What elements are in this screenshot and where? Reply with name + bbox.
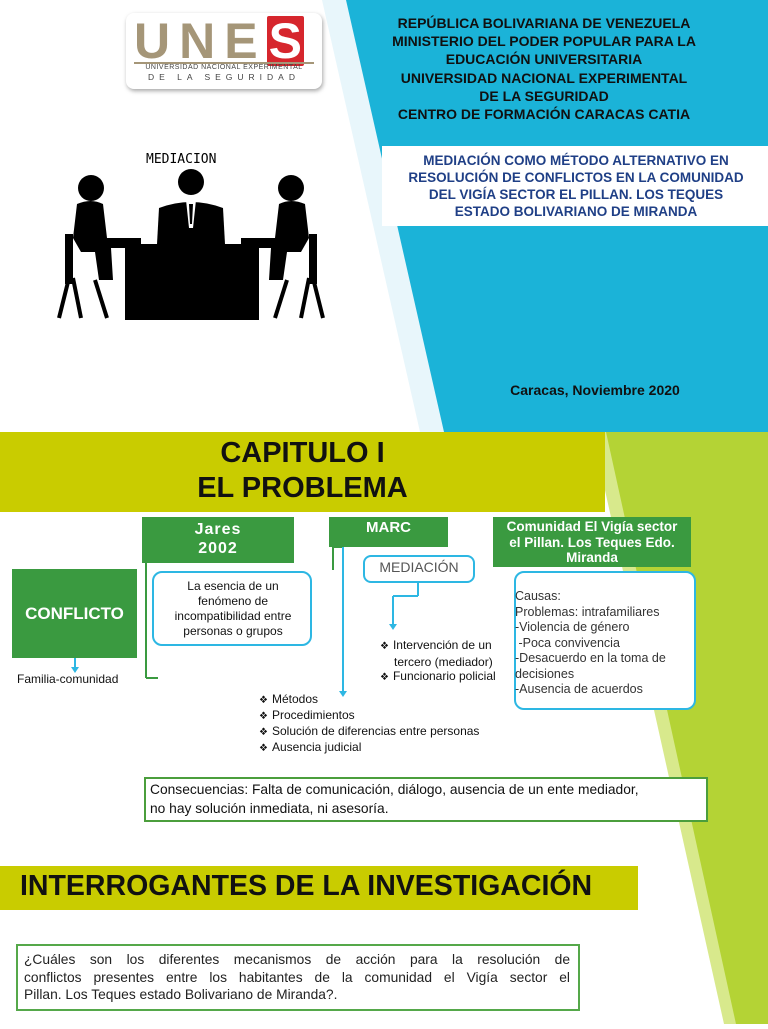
institution-line: DE LA SEGURIDAD — [479, 87, 609, 104]
author-box: Jares 2002 — [142, 517, 294, 563]
causes-text: Causas: Problemas: intrafamiliares -Viol… — [515, 589, 695, 698]
diamond-bullet-icon: ❖ — [259, 695, 268, 706]
marc-box: MARC — [329, 517, 448, 547]
list-item: tercero (mediador) — [394, 654, 493, 669]
diamond-bullet-icon: ❖ — [380, 641, 389, 652]
illustration-label: MEDIACION — [146, 152, 217, 167]
project-title-box — [382, 146, 768, 226]
causes-line: Problemas: intrafamiliares — [515, 604, 660, 619]
definition-line: personas o grupos — [183, 624, 283, 638]
mediation-bullet-list: ❖Intervención de un tercero (mediador) ❖… — [380, 638, 496, 686]
institution-line: UNIVERSIDAD NACIONAL EXPERIMENTAL — [400, 69, 688, 86]
causes-line: decisiones — [515, 666, 575, 681]
causes-box — [514, 571, 696, 710]
mediation-label: MEDIACIÓN — [379, 559, 459, 575]
consequences-box — [144, 777, 708, 822]
diamond-bullet-icon: ❖ — [380, 672, 389, 683]
community-box: Comunidad El Vigía sector el Pillan. Los… — [493, 517, 691, 567]
family-community-label: Familia-comunidad — [17, 672, 119, 686]
causes-line: -Violencia de género — [515, 620, 630, 634]
question-line: Pillan. Los Teques estado Bolivariano de… — [24, 987, 338, 1002]
question-box — [16, 944, 580, 1011]
definition-line: incompatibilidad entre — [174, 609, 292, 623]
list-item: ❖Procedimientos — [259, 708, 355, 722]
date-location: Caracas, Noviembre 2020 — [510, 382, 680, 398]
logo-subtitle-2: DE LA SEGURIDAD — [148, 72, 300, 82]
causes-line: -Poca convivencia — [515, 635, 620, 650]
author-name: Jares — [194, 521, 242, 538]
project-title: MEDIACIÓN COMO MÉTODO ALTERNATIVO EN RES… — [386, 152, 766, 220]
project-title-line: DEL VIGÍA SECTOR EL PILLAN. LOS TEQUES — [428, 187, 724, 202]
project-title-line: MEDIACIÓN COMO MÉTODO ALTERNATIVO EN — [423, 153, 729, 168]
author-year: 2002 — [198, 540, 238, 557]
project-title-line: RESOLUCIÓN DE CONFLICTOS EN LA COMUNIDAD — [408, 170, 744, 185]
questions-banner — [0, 866, 638, 910]
chapter-number: CAPITULO I — [220, 437, 385, 469]
causes-line: -Desacuerdo en la toma de — [515, 651, 666, 665]
institution-line: EDUCACIÓN UNIVERSITARIA — [445, 51, 643, 68]
research-question: ¿Cuáles son los diferentes mecanismos de… — [24, 951, 570, 1004]
list-item: ❖Métodos — [259, 692, 318, 706]
community-line: Comunidad El Vigía sector — [506, 519, 678, 534]
mediation-meeting-icon — [55, 168, 335, 333]
list-item: ❖Ausencia judicial — [259, 740, 362, 754]
marc-bullet-list: ❖Métodos ❖Procedimientos ❖Solución de di… — [259, 692, 479, 756]
causes-line: -Ausencia de acuerdos — [515, 682, 643, 696]
community-line: Miranda — [566, 550, 618, 565]
institution-line: REPÚBLICA BOLIVARIANA DE VENEZUELA — [397, 15, 691, 31]
chapter-title: EL PROBLEMA — [197, 472, 408, 504]
consequences-line: no hay solución inmediata, ni asesoría. — [150, 801, 389, 816]
community-line: el Pillan. Los Teques Edo. — [509, 534, 675, 550]
institution-heading: REPÚBLICA BOLIVARIANA DE VENEZUELA MINIS… — [358, 14, 730, 123]
question-line: ¿Cuáles son los diferentes mecanismos de… — [24, 952, 570, 967]
university-logo: UNES — [134, 13, 304, 69]
consequences-line: Consecuencias: Falta de comunicación, di… — [150, 782, 639, 797]
diamond-bullet-icon: ❖ — [259, 743, 268, 754]
institution-line: MINISTERIO DEL PODER POPULAR PARA LA — [392, 33, 696, 50]
conflict-box: CONFLICTO — [12, 569, 137, 658]
list-item: ❖Funcionario policial — [380, 669, 496, 683]
definition-line: fenómeno de — [197, 594, 269, 608]
project-title-line: ESTADO BOLIVARIANO DE MIRANDA — [454, 204, 698, 219]
definition-box — [152, 571, 312, 646]
definition-line: La esencia de un — [187, 579, 279, 593]
consequences-text: Consecuencias: Falta de comunicación, di… — [150, 780, 702, 818]
chapter-banner — [0, 432, 605, 512]
mediation-box — [363, 555, 475, 583]
question-line: conflictos presentes entre los habitante… — [24, 969, 570, 985]
list-item: ❖Intervención de un — [380, 638, 492, 652]
logo-divider — [134, 62, 314, 64]
diamond-bullet-icon: ❖ — [259, 727, 268, 738]
institution-line: CENTRO DE FORMACIÓN CARACAS CATIA — [397, 106, 691, 123]
list-item: ❖Solución de diferencias entre personas — [259, 724, 480, 738]
definition-text: La esencia de un fenómeno de incompatibi… — [160, 579, 306, 639]
questions-title: INTERROGANTES DE LA INVESTIGACIÓN — [20, 870, 593, 902]
diamond-bullet-icon: ❖ — [259, 711, 268, 722]
logo-subtitle-1: UNIVERSIDAD NACIONAL EXPERIMENTAL — [145, 64, 303, 71]
causes-line: Causas: — [515, 589, 561, 603]
